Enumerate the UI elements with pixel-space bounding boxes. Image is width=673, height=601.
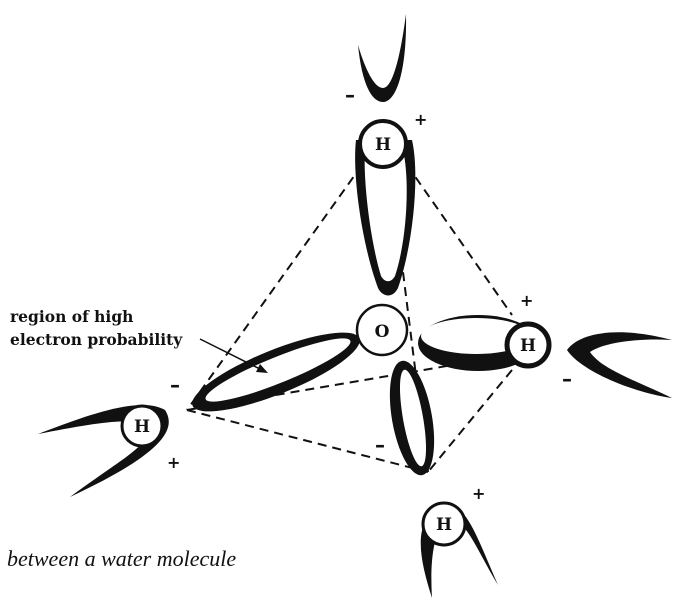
lone-pair-lobe-bottom bbox=[382, 357, 442, 478]
edge-top-right bbox=[407, 165, 512, 315]
charge-positive-bottom: + bbox=[472, 484, 485, 503]
oxygen-label: O bbox=[375, 322, 390, 342]
edge-left-bottom bbox=[187, 410, 428, 472]
callout-label-line2: electron probability bbox=[10, 330, 183, 349]
hydrogen-atom-top: H bbox=[360, 121, 406, 167]
charge-negative-right: – bbox=[562, 367, 572, 391]
hydrogen-label-right: H bbox=[520, 336, 536, 356]
lone-pair-lobe-right-neighbor bbox=[567, 332, 672, 398]
hydrogen-label-bottom: H bbox=[436, 515, 452, 535]
lone-pair-lobe-top-neighbor bbox=[358, 14, 406, 102]
hydrogen-atom-right: H bbox=[507, 324, 549, 366]
charge-negative-top: – bbox=[345, 83, 355, 107]
lone-pair-lobe-left bbox=[184, 318, 367, 426]
oxygen-atom: O bbox=[357, 305, 407, 355]
callout-label-line1: region of high bbox=[10, 307, 133, 326]
edge-right-bottom bbox=[428, 370, 512, 472]
charge-negative-bottom: – bbox=[375, 433, 385, 457]
hydrogen-label-top: H bbox=[375, 135, 391, 155]
charge-negative-left: – bbox=[170, 373, 180, 397]
hydrogen-label-left: H bbox=[134, 417, 150, 437]
charge-positive-top: + bbox=[414, 110, 427, 129]
figure-caption: between a water molecule bbox=[7, 546, 236, 572]
neighbor-molecule-bottom: H bbox=[421, 503, 498, 598]
neighbor-molecule-left: H bbox=[38, 405, 169, 497]
charge-positive-left: + bbox=[167, 453, 180, 472]
charge-positive-right: + bbox=[520, 291, 533, 310]
